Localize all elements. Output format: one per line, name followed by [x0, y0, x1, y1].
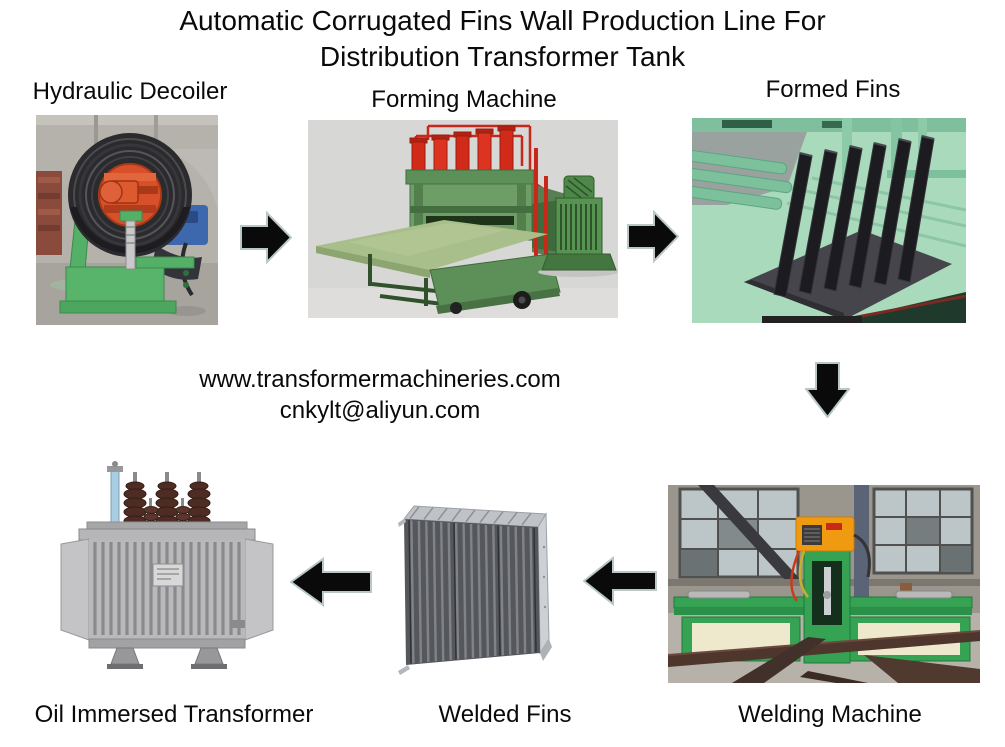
label-welded-fins: Welded Fins — [438, 701, 572, 728]
label-oil-immersed-transformer: Oil Immersed Transformer — [34, 701, 314, 728]
label-forming-machine: Forming Machine — [371, 86, 557, 113]
left-arrow-icon — [289, 557, 372, 607]
right-arrow-icon — [627, 209, 680, 264]
right-arrow-icon — [240, 210, 293, 265]
flow-arrow-1 — [240, 210, 293, 270]
formed-fins-illustration — [692, 118, 966, 323]
welding-machine-illustration — [668, 485, 980, 683]
flow-arrow-2 — [627, 209, 680, 268]
flow-arrow-4 — [582, 555, 657, 612]
welding-machine-photo — [668, 485, 980, 683]
formed-fins-photo — [692, 118, 966, 323]
oil-immersed-transformer-illustration — [55, 458, 279, 682]
contact-block: www.transformermachineries.com cnkylt@al… — [150, 364, 610, 426]
flow-arrow-5 — [289, 557, 372, 612]
down-arrow-icon — [803, 362, 852, 419]
welded-fins-photo — [388, 497, 568, 675]
label-hydraulic-decoiler: Hydraulic Decoiler — [32, 78, 228, 105]
forming-machine-illustration — [308, 120, 618, 318]
email-text: cnkylt@aliyun.com — [279, 397, 481, 424]
forming-machine-photo — [308, 120, 618, 318]
hydraulic-decoiler-photo — [36, 115, 218, 325]
hydraulic-decoiler-illustration — [36, 115, 218, 325]
website-text: www.transformermachineries.com — [199, 366, 561, 393]
page-title: Automatic Corrugated Fins Wall Productio… — [0, 3, 1005, 75]
left-arrow-icon — [582, 555, 657, 607]
page-title-line2: Distribution Transformer Tank — [319, 41, 686, 72]
flow-arrow-3 — [803, 362, 852, 423]
welded-fins-illustration — [388, 497, 568, 675]
label-welding-machine: Welding Machine — [738, 701, 922, 728]
oil-immersed-transformer-photo — [55, 458, 279, 682]
label-formed-fins: Formed Fins — [765, 76, 901, 103]
page-title-line1: Automatic Corrugated Fins Wall Productio… — [179, 5, 826, 36]
